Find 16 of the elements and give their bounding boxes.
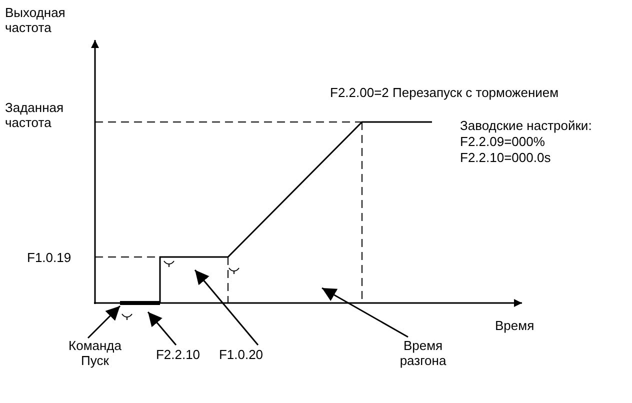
- annotation-text: F2.2.00=2 Перезапуск с торможением: [330, 85, 559, 100]
- annotation-label: F2.2.10: [150, 347, 206, 362]
- annotation-label: Команда Пуск: [62, 338, 128, 368]
- leader-arrow: [87, 305, 121, 339]
- axis-label: Время: [495, 318, 534, 333]
- annotation-label: F1.0.20: [213, 347, 269, 362]
- setting-value: F2.2.09=000%: [460, 134, 545, 149]
- leader-arrow: [194, 270, 259, 346]
- setting-value: F2.2.10=000.0s: [460, 150, 551, 165]
- axis-label: Заданная частота: [5, 100, 65, 130]
- leader-arrow: [147, 312, 177, 346]
- axis-label: Выходная частота: [5, 5, 66, 35]
- level-label: F1.0.19: [27, 250, 72, 265]
- leader-arrow: [322, 287, 408, 338]
- annotation-label: Время разгона: [390, 338, 456, 368]
- settings-heading: Заводские настройки:: [460, 118, 592, 133]
